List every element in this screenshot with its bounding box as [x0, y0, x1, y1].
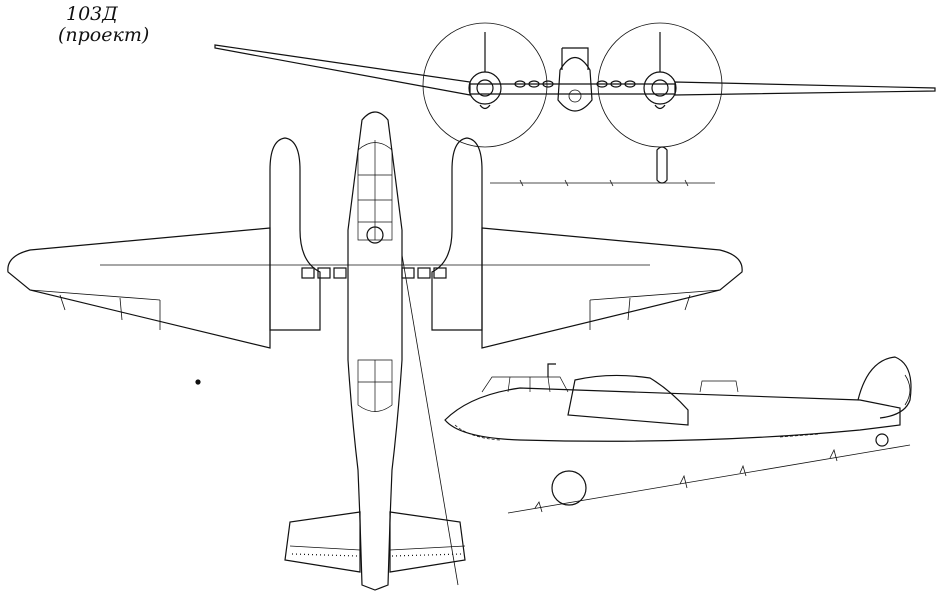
plan-fuselage: [347, 111, 403, 591]
front-view: [214, 22, 936, 187]
side-wheel: [551, 470, 587, 506]
side-fin: [857, 356, 912, 419]
plan-nacelle-left: [269, 137, 321, 331]
project-label: (проект): [58, 24, 150, 46]
side-nacelle: [567, 374, 689, 426]
plan-canopy: [357, 142, 393, 241]
drawing-title: 103Д (проект): [58, 4, 149, 46]
plan-view: [7, 111, 743, 591]
side-view: [444, 356, 912, 514]
front-prop-disc-left: [422, 22, 548, 148]
plan-wing-right: [481, 227, 743, 349]
side-fuselage: [444, 387, 901, 442]
side-canopy: [481, 376, 569, 393]
aircraft-designation: 103Д: [66, 3, 118, 25]
side-ground-line: [507, 444, 911, 514]
front-wing: [214, 44, 936, 96]
plan-wing-left: [7, 227, 271, 349]
plan-nacelle-right: [431, 137, 483, 331]
plan-tailplane: [284, 511, 466, 573]
